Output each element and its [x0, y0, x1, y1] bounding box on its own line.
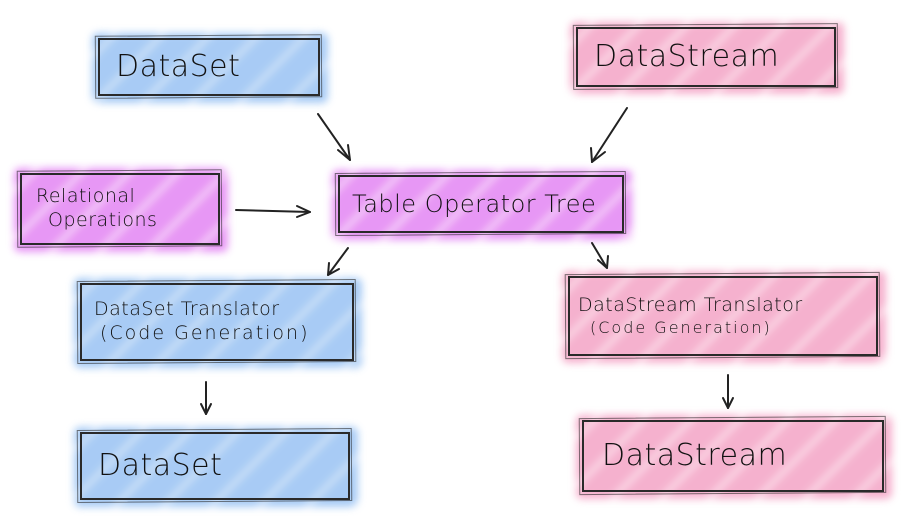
arrow-dataset-translator-to-output [200, 381, 212, 415]
node-dataset-translator: DataSet Translator (Code Generation) [74, 278, 362, 368]
node-label: DataStream [594, 39, 780, 75]
node-label: DataSet [116, 49, 241, 85]
arrow-relational-ops-to-table-tree [235, 205, 311, 218]
arrow-table-tree-to-datastream-translator [591, 242, 609, 269]
node-table-operator-tree: Table Operator Tree [332, 170, 632, 240]
node-label-line2: Operations [48, 209, 158, 231]
node-label-line1: Relational [36, 185, 136, 208]
node-datastream-output: DataStream [576, 415, 892, 499]
node-label-line1: DataStream Translator [578, 294, 803, 317]
arrow-datastream-translator-to-output [722, 374, 734, 409]
node-label-line2: (Code Generation) [100, 322, 310, 344]
node-label: Table Operator Tree [352, 190, 597, 218]
node-label: DataStream [602, 438, 788, 474]
arrow-datastream-to-table-tree [590, 107, 628, 163]
node-dataset-output: DataSet [74, 427, 358, 507]
arrow-table-tree-to-dataset-translator [327, 247, 349, 276]
node-datastream-translator: DataStream Translator (Code Generation) [562, 271, 886, 363]
node-label-line1: DataSet Translator [94, 298, 280, 321]
node-label: DataSet [98, 448, 223, 484]
node-dataset-input: DataSet [92, 33, 328, 103]
node-relational-operations: Relational Operations [14, 168, 228, 252]
node-label-line2: (Code Generation) [590, 317, 772, 337]
node-datastream-input: DataStream [570, 22, 844, 94]
arrow-dataset-to-table-tree [317, 113, 351, 161]
